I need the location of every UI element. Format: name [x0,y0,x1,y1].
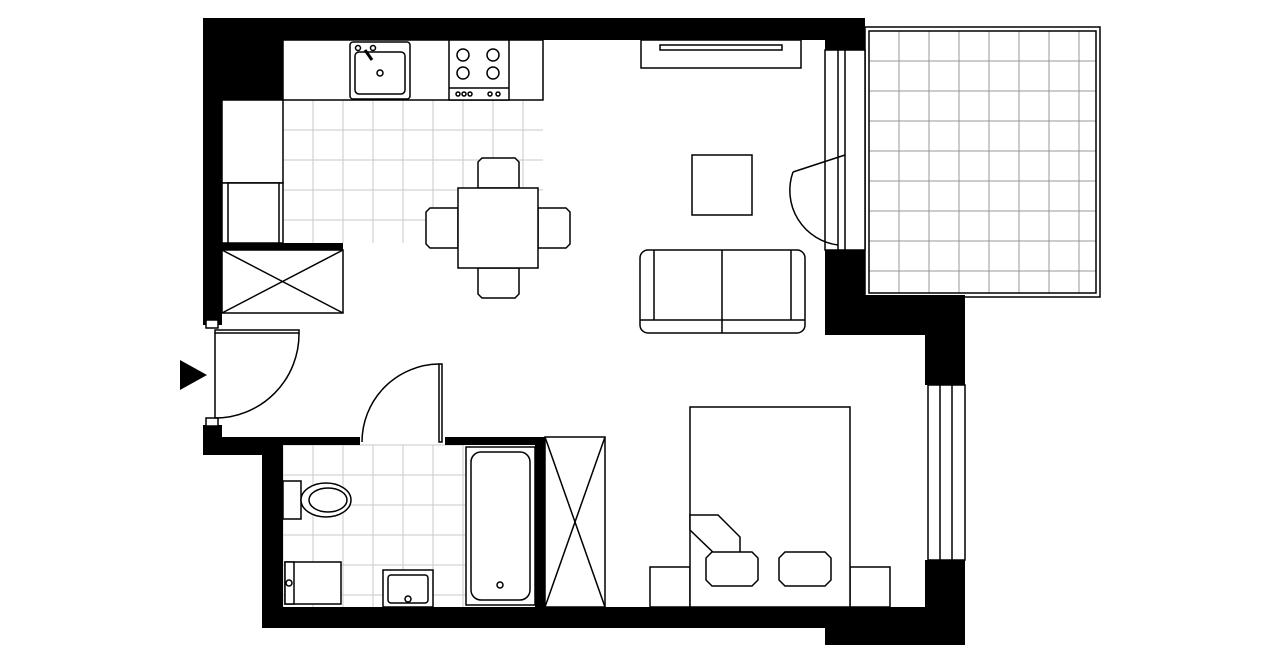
sofa [639,249,806,334]
fridge [221,182,284,244]
nightstand-left [649,566,691,608]
washing-machine [284,561,342,605]
toilet [282,480,352,520]
coffee-table [691,154,753,216]
stove [448,39,510,101]
nightstand-right [849,566,891,608]
balcony [864,26,1101,298]
pillow-right [778,551,832,587]
bathroom-door[interactable] [361,363,443,443]
closet [544,436,606,608]
balcony-door[interactable] [789,154,846,246]
bathtub [465,446,536,606]
window-upper-right [824,49,866,251]
dining-table [425,157,571,299]
tall-cabinet [221,99,284,184]
entry-door[interactable] [205,319,300,427]
washbasin [382,569,434,608]
hallway-wardrobe [221,249,344,314]
kitchen-counter [282,39,544,101]
window-bedroom [927,384,966,561]
tv-unit [640,39,802,69]
bed [649,406,891,608]
pillow-left [705,551,759,587]
sink [349,41,411,100]
entrance-arrow-icon [180,360,207,390]
walls [203,18,965,645]
